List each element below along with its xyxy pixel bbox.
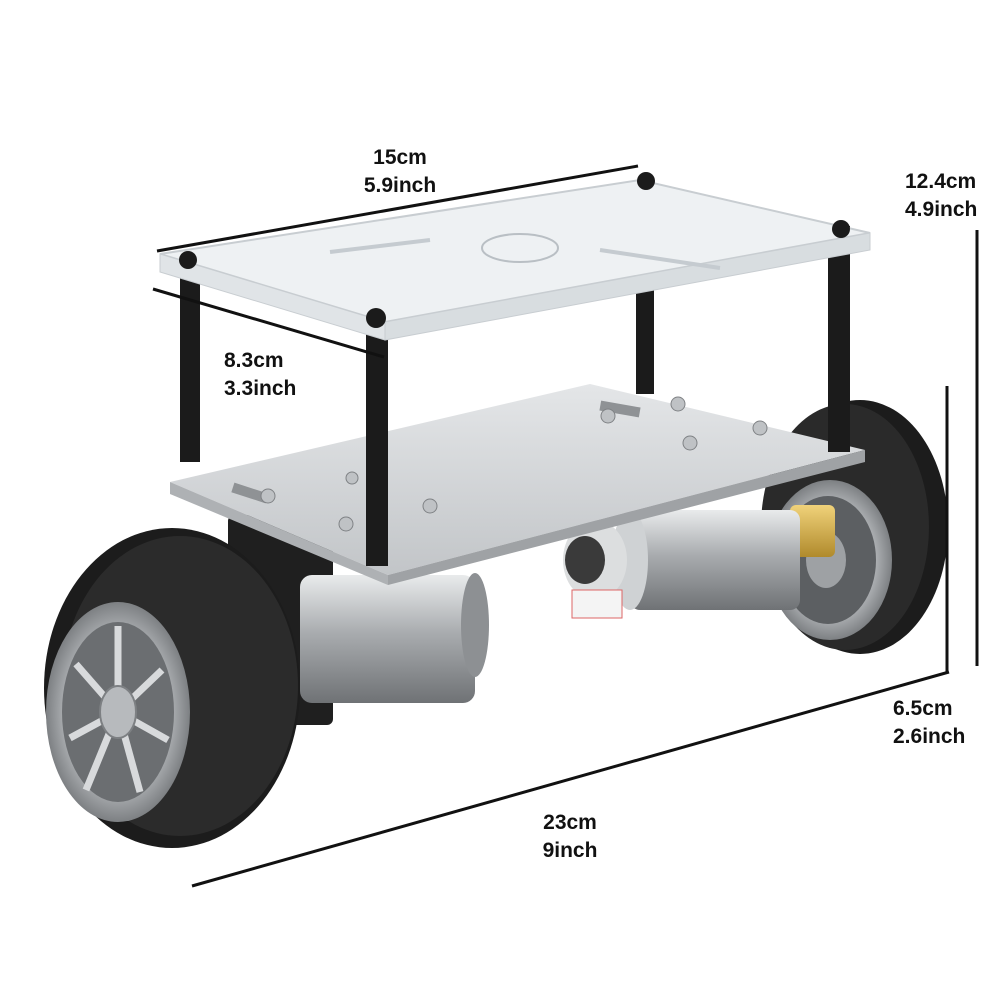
total-height-imperial: 4.9inch — [905, 198, 978, 221]
wheel-diameter-label: 6.5cm 2.6inch — [893, 695, 965, 751]
deck-spacing-label: 8.3cm 3.3inch — [224, 347, 296, 403]
top-width-metric: 15cm — [373, 146, 427, 169]
deck-spacing-imperial: 3.3inch — [224, 377, 297, 400]
wheel-diameter-imperial: 2.6inch — [893, 725, 966, 748]
upper-acrylic-plate — [159, 172, 871, 341]
overall-length-line — [191, 670, 950, 888]
wheel-diameter-metric: 6.5cm — [893, 697, 953, 720]
total-height-metric: 12.4cm — [905, 170, 977, 193]
deck-spacing-metric: 8.3cm — [224, 349, 284, 372]
deck-spacing-line — [152, 287, 385, 359]
total-height-label: 12.4cm 4.9inch — [905, 168, 977, 224]
front-motor — [300, 573, 489, 703]
brass-coupler — [790, 505, 835, 557]
front-wheel — [44, 528, 300, 848]
overall-length-metric: 23cm — [543, 811, 597, 834]
lower-aluminum-plate — [170, 384, 865, 585]
overall-length-label: 23cm 9inch — [505, 809, 635, 865]
dimension-lines — [152, 164, 979, 888]
overall-length-imperial: 9inch — [542, 839, 598, 862]
top-width-imperial: 5.9inch — [363, 174, 437, 197]
rear-motor — [563, 510, 800, 619]
top-width-label: 15cm 5.9inch — [330, 144, 470, 200]
top-width-line — [156, 164, 639, 253]
